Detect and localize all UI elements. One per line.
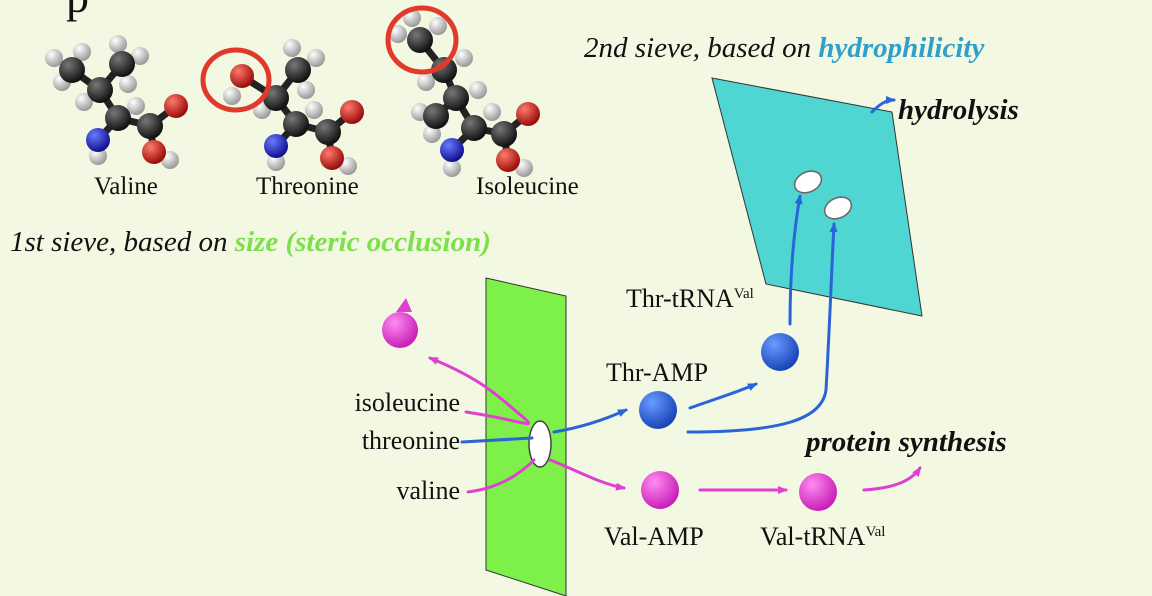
page-title-fragment: p — [66, 0, 89, 20]
second-sieve-panel — [711, 77, 923, 317]
thr-amp-to-trna-arrow — [688, 382, 758, 410]
threonine-entry-arrow — [460, 436, 534, 444]
methyl-highlight-circle — [385, 5, 459, 75]
threonine-label: Threonine — [256, 173, 359, 200]
hydrolysis-label: hydrolysis — [898, 94, 1019, 126]
threonine-amp-arrow — [552, 408, 628, 434]
val-amp-ball — [641, 471, 679, 509]
thr-trna-to-sieve2-arrow — [788, 194, 803, 326]
val-trna-base: Val-tRNA — [760, 522, 866, 551]
rejected-isoleucine-knob — [396, 298, 412, 312]
isoleucine-label: Isoleucine — [476, 173, 579, 200]
thr-amp-to-sieve2-arrow — [686, 222, 838, 434]
hydrolysis-arrow — [870, 96, 896, 114]
isoleucine-reject-arrow — [428, 356, 531, 426]
val-amp-label: Val-AMP — [604, 522, 704, 551]
thr-trna-base: Thr-tRNA — [626, 284, 734, 313]
second-sieve-highlight: hydrophilicity — [818, 32, 985, 64]
first-sieve-highlight: size (steric occlusion) — [234, 226, 491, 258]
val-trna-ball — [799, 473, 837, 511]
hydroxyl-highlight-circle — [200, 47, 272, 113]
rejected-isoleucine-ball — [382, 312, 418, 348]
threonine-molecule — [200, 39, 364, 175]
input-valine-label: valine — [396, 476, 460, 505]
val-trna-to-synthesis-arrow — [862, 466, 922, 492]
valine-entry-arrow — [466, 458, 536, 494]
valine-molecule — [45, 35, 188, 169]
first-sieve-prefix: 1st sieve, based on — [10, 226, 235, 258]
first-sieve-title: 1st sieve, based on size (steric occlusi… — [10, 228, 491, 257]
val-trna-label: Val-tRNAVal — [760, 524, 885, 550]
second-sieve-hole-1 — [793, 170, 823, 194]
thr-amp-ball — [639, 391, 677, 429]
second-sieve-title: 2nd sieve, based on hydrophilicity — [584, 34, 984, 63]
thr-trna-label: Thr-tRNAVal — [626, 286, 754, 312]
thr-amp-label: Thr-AMP — [606, 358, 709, 387]
valine-amp-arrow — [548, 458, 626, 491]
protein-synthesis-label: protein synthesis — [806, 426, 1007, 458]
second-sieve-prefix: 2nd sieve, based on — [584, 32, 819, 64]
valine-label: Valine — [94, 173, 158, 200]
first-sieve-hole — [528, 420, 552, 468]
input-isoleucine-label: isoleucine — [354, 388, 460, 417]
input-threonine-label: threonine — [361, 426, 460, 455]
thr-trna-superscript: Val — [733, 286, 754, 302]
second-sieve-hole-2 — [823, 196, 853, 220]
val-trna-superscript: Val — [865, 524, 886, 540]
thr-trna-ball — [761, 333, 799, 371]
isoleucine-molecule — [385, 5, 540, 177]
